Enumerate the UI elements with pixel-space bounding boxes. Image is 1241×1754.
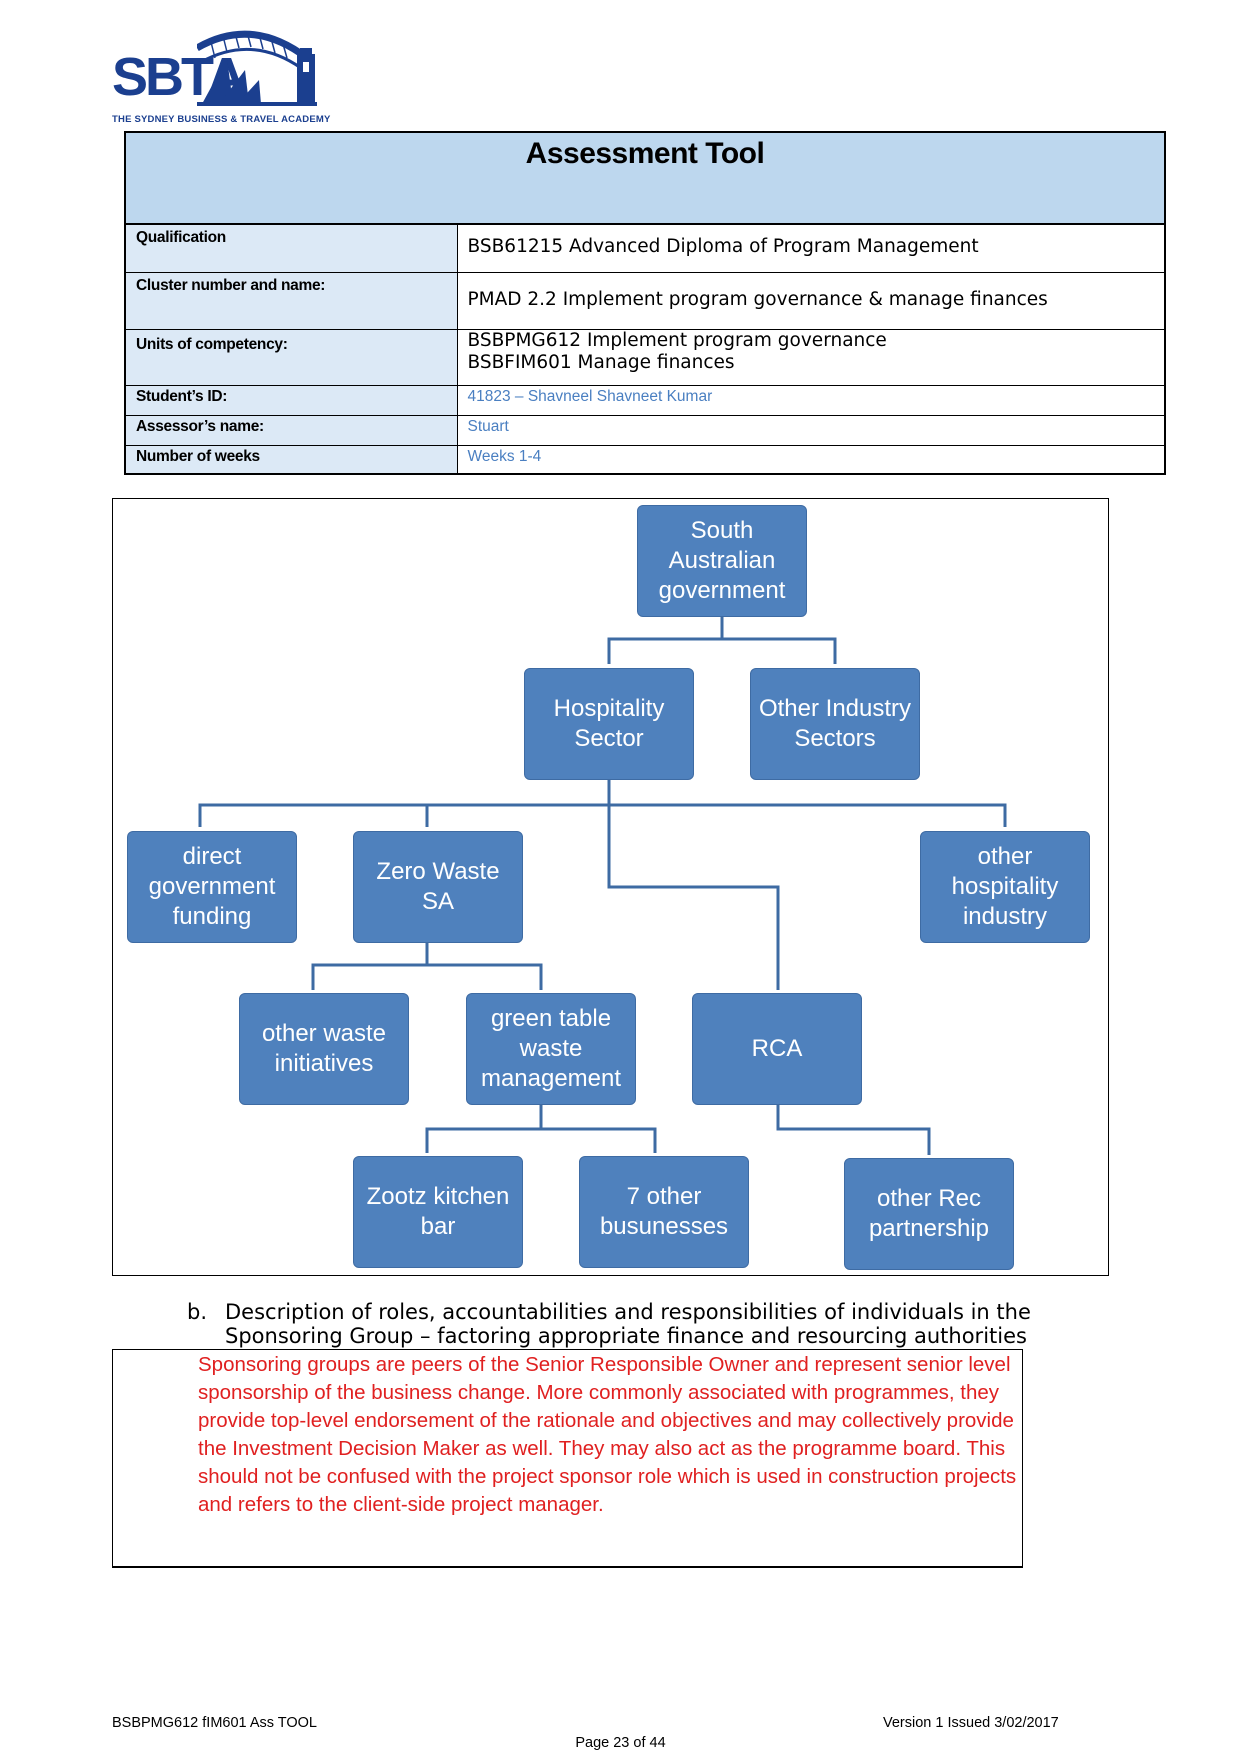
qualification-value: BSB61215 Advanced Diploma of Program Man… <box>456 223 1166 273</box>
node-zootz-kitchen-bar: Zootz kitchen bar <box>353 1156 523 1268</box>
section-b-heading: b. Description of roles, accountabilitie… <box>187 1300 1127 1348</box>
connector-hospitality-children <box>198 775 1007 827</box>
assessor-value: Stuart <box>456 414 1166 446</box>
connector-zerowaste-children <box>311 939 543 990</box>
assessment-title: Assessment Tool <box>124 131 1166 225</box>
node-other-industry-sectors: Other Industry Sectors <box>750 668 920 780</box>
node-rca: RCA <box>692 993 862 1105</box>
connector-greentable-children <box>425 1102 657 1153</box>
node-other-rec-partnership: other Rec partnership <box>844 1158 1014 1270</box>
student-id-value: 41823 – Shavneel Shavneet Kumar <box>456 384 1166 416</box>
student-id-label: Student’s ID: <box>124 384 458 416</box>
org-chart-connectors <box>198 613 1007 1155</box>
section-b-text: Description of roles, accountabilities a… <box>225 1300 1031 1348</box>
answer-text: Sponsoring groups are peers of the Senio… <box>198 1353 1017 1516</box>
unit-line-1: BSBPMG612 Implement program governance <box>467 329 887 351</box>
node-zero-waste-sa: Zero Waste SA <box>353 831 523 943</box>
node-other-waste-initiatives: other waste initiatives <box>239 993 409 1105</box>
node-other-hospitality-industry: other hospitality industry <box>920 831 1090 943</box>
footer-page-number: Page 23 of 44 <box>575 1735 666 1751</box>
footer-version: Version 1 Issued 3/02/2017 <box>883 1715 1059 1731</box>
footer-document-code: BSBPMG612 fIM601 Ass TOOL <box>112 1715 317 1731</box>
cluster-label: Cluster number and name: <box>124 271 458 330</box>
units-value: BSBPMG612 Implement program governance B… <box>456 328 1166 386</box>
connector-gov-sectors <box>607 613 837 664</box>
units-label: Units of competency: <box>124 328 458 386</box>
harbour-bridge-logo-icon <box>197 30 317 106</box>
node-direct-government-funding: direct government funding <box>127 831 297 943</box>
sbta-logo: SBTA THE SYDNEY BUSINESS & TRAVEL ACADEM… <box>112 28 342 128</box>
weeks-label: Number of weeks <box>124 444 458 475</box>
weeks-value: Weeks 1-4 <box>456 444 1166 475</box>
node-sa-government: South Australian government <box>637 505 807 617</box>
node-green-table-waste-management: green table waste management <box>466 993 636 1105</box>
connector-rca-children <box>776 1102 931 1155</box>
assessor-label: Assessor’s name: <box>124 414 458 446</box>
org-chart: South Australian government Hospitality … <box>112 498 1109 1276</box>
assessment-table: Assessment Tool Qualification BSB61215 A… <box>124 131 1166 475</box>
node-hospitality-sector: Hospitality Sector <box>524 668 694 780</box>
answer-box <box>112 1349 1023 1568</box>
cluster-value: PMAD 2.2 Implement program governance & … <box>456 271 1166 330</box>
qualification-label: Qualification <box>124 223 458 273</box>
unit-line-2: BSBFIM601 Manage finances <box>467 351 735 373</box>
node-seven-other-businesses: 7 other busunesses <box>579 1156 749 1268</box>
logo-subtitle: THE SYDNEY BUSINESS & TRAVEL ACADEMY <box>112 114 331 125</box>
section-b-letter: b. <box>187 1300 208 1324</box>
connector-hospitality-rca <box>607 805 780 990</box>
